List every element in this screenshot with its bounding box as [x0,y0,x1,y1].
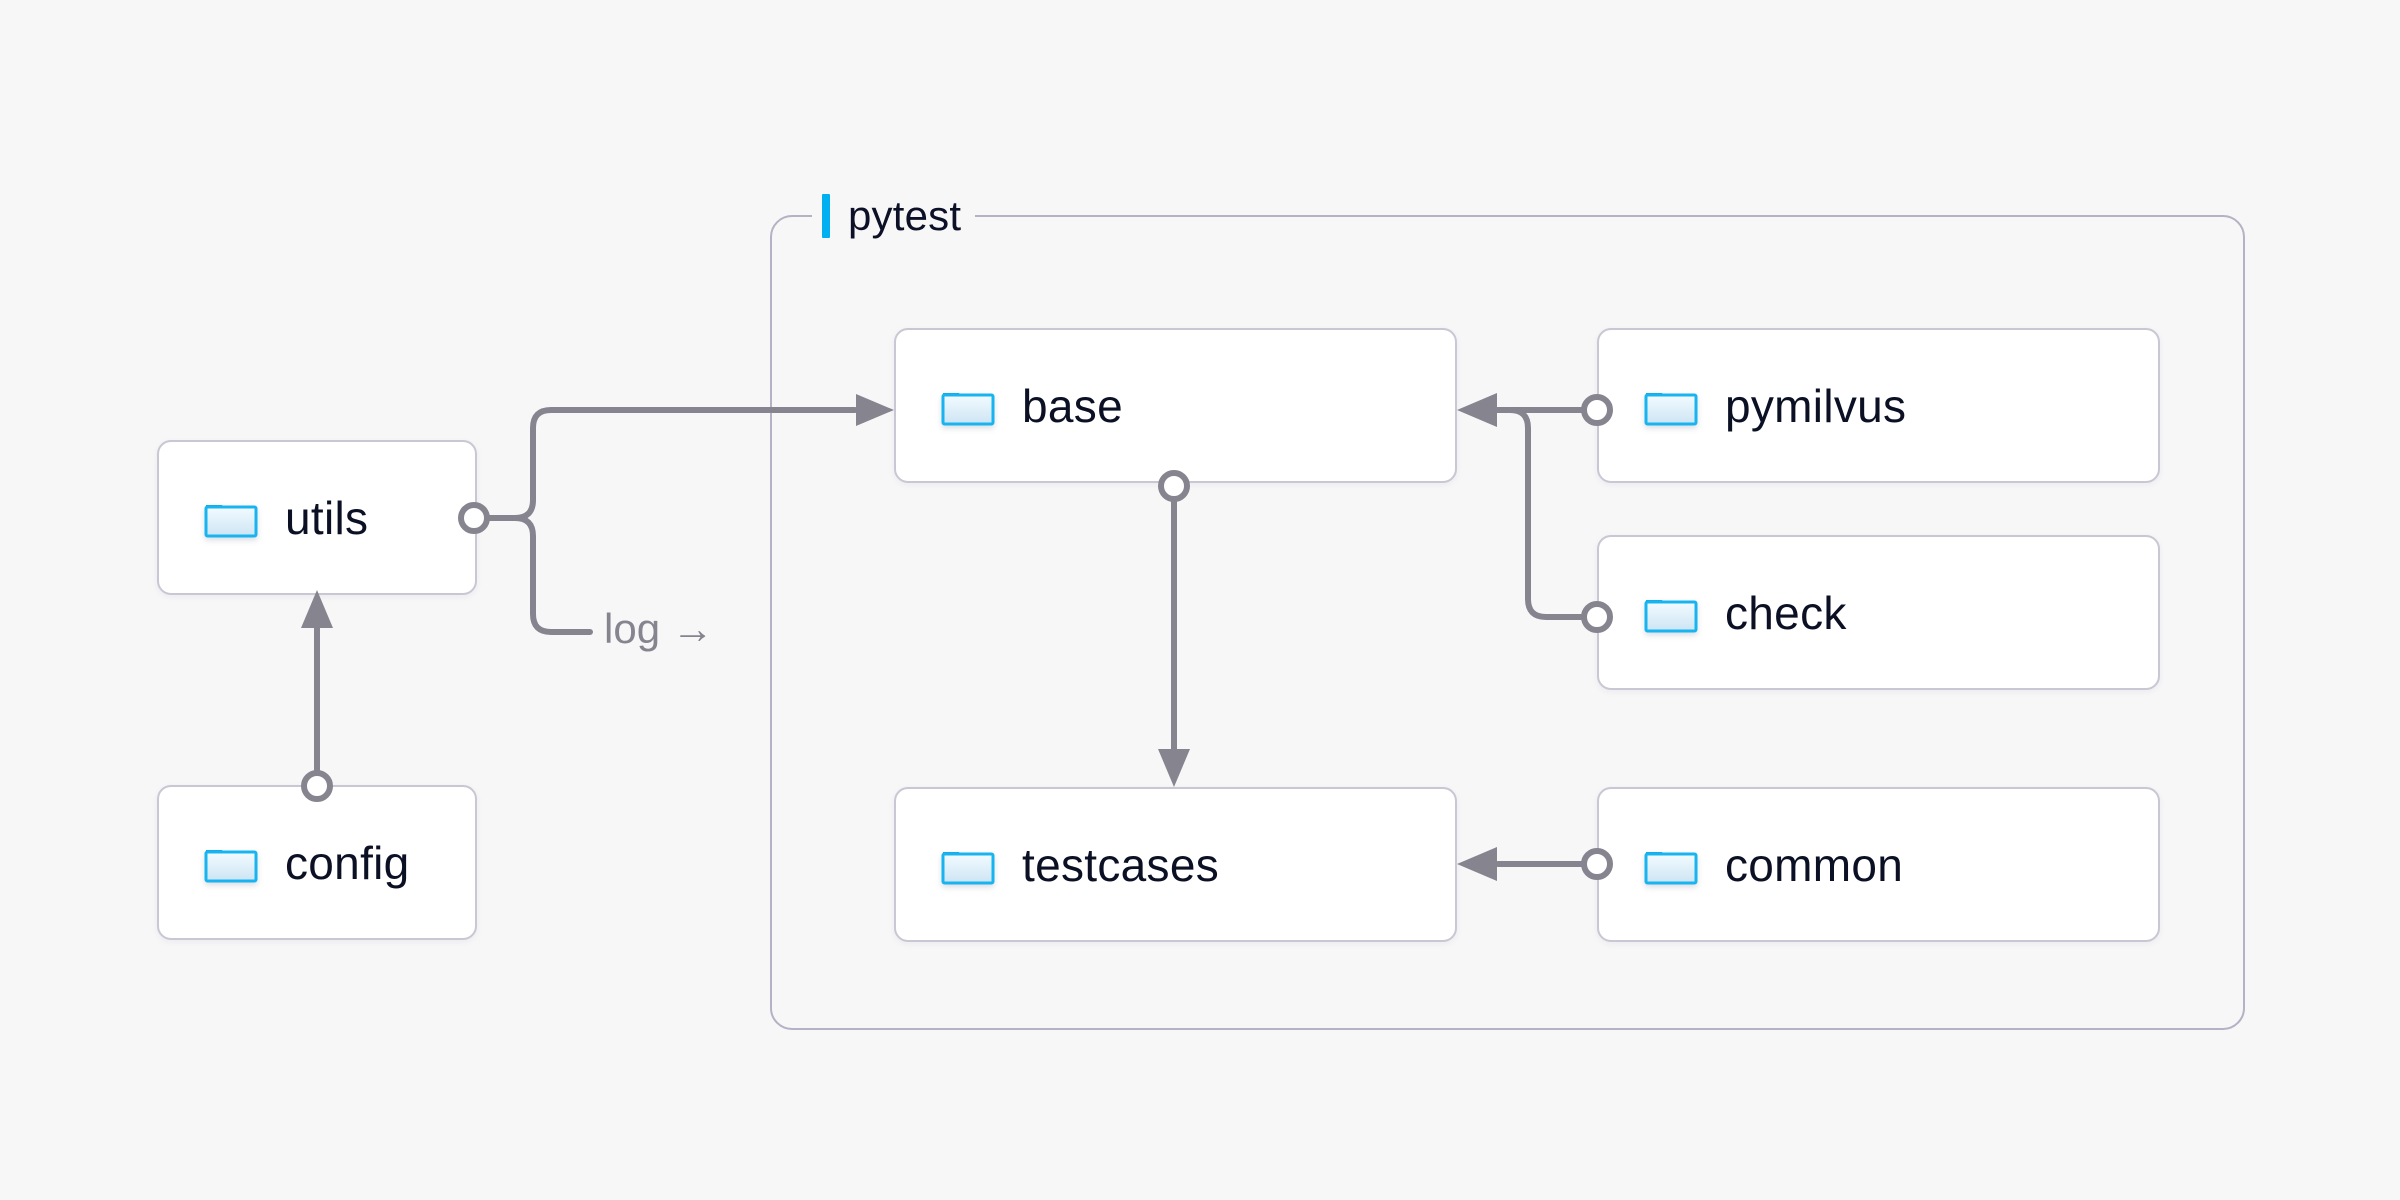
folder-icon [204,504,258,537]
edge-label-log: log → [604,608,714,650]
folder-icon [941,392,995,425]
node-label: utils [285,491,369,544]
node-check[interactable]: check [1597,535,2160,690]
folder-icon [1644,392,1698,425]
node-testcases[interactable]: testcases [894,787,1457,942]
node-label: base [1022,379,1123,432]
folder-icon [941,851,995,884]
node-base[interactable]: base [894,328,1457,483]
arrowhead-config-to-utils [301,590,333,628]
edge-label-log-text: log [604,605,661,652]
node-pymilvus[interactable]: pymilvus [1597,328,2160,483]
folder-icon [204,849,258,882]
node-label: pymilvus [1725,379,1907,432]
folder-icon [1644,851,1698,884]
group-label-pytest: pytest [812,192,976,240]
edge-label-log-arrow-icon: → [671,605,714,652]
node-label: testcases [1022,838,1220,891]
node-label: common [1725,838,1904,891]
node-common[interactable]: common [1597,787,2160,942]
group-container-pytest [770,215,2245,1030]
node-config[interactable]: config [157,785,477,940]
group-accent-bar [822,194,830,238]
node-label: check [1725,586,1847,639]
group-title-text: pytest [848,192,962,239]
node-label: config [285,836,410,889]
folder-icon [1644,599,1698,632]
node-utils[interactable]: utils [157,440,477,595]
edge-utils-to-log [512,515,593,635]
